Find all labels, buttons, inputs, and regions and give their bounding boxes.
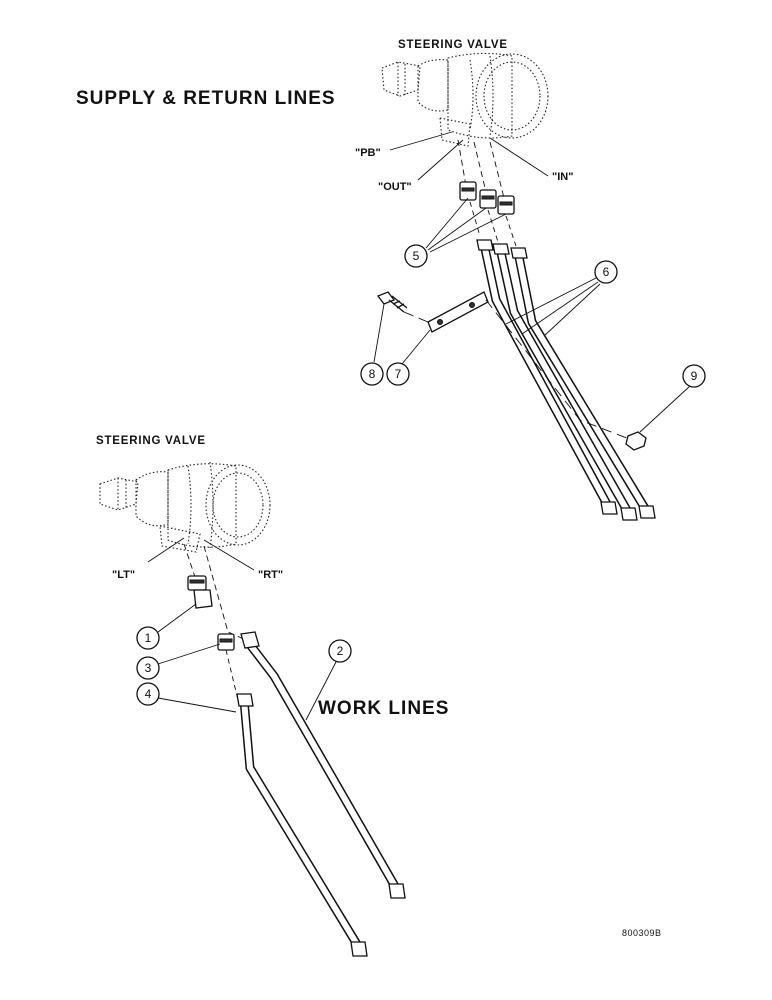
- steering-valve-label-top: STEERING VALVE: [398, 39, 508, 51]
- work-tube-4: [236, 693, 368, 957]
- steering-valve-label-bottom: STEERING VALVE: [96, 435, 206, 447]
- callout-6: 6: [505, 260, 618, 337]
- port-rt-label: "RT": [258, 569, 283, 581]
- callout-9-number: 9: [691, 369, 698, 383]
- rt-leader: [203, 539, 255, 571]
- callout-9: 9: [639, 364, 706, 433]
- port-pb-label: "PB": [355, 147, 381, 159]
- work-tube-2: [240, 631, 406, 899]
- callout-3: 3: [136, 643, 221, 680]
- port-in-label: "IN": [552, 171, 573, 183]
- port-lt-label: "LT": [112, 569, 135, 581]
- work-port-centerlines: [183, 543, 247, 641]
- lt-leader: [147, 537, 185, 563]
- callout-8: 8: [360, 303, 385, 386]
- callout-4: 4: [136, 682, 237, 713]
- callout-1: 1: [136, 603, 197, 650]
- out-leader: [417, 139, 464, 181]
- supply-return-tubes-6: [476, 239, 656, 521]
- supply-return-section: SUPPLY & RETURN LINES STEERING VALVE "PB…: [76, 39, 706, 521]
- callout-5: 5: [404, 197, 507, 268]
- in-leader: [489, 137, 549, 177]
- callout-5-number: 5: [413, 249, 420, 263]
- callout-8-number: 8: [369, 367, 376, 381]
- port-centerlines: [457, 139, 505, 199]
- steering-valve-bottom: [99, 461, 271, 553]
- bolt-8: [376, 291, 408, 313]
- work-lines-section: STEERING VALVE WORK LINES "LT" "RT": [96, 435, 449, 957]
- work-lines-heading: WORK LINES: [318, 698, 449, 719]
- callout-7: 7: [386, 329, 431, 386]
- port-out-label: "OUT": [378, 181, 412, 193]
- steering-valve-top: [381, 52, 549, 147]
- figure-number: 800309B: [622, 928, 662, 938]
- callout-1-number: 1: [145, 631, 152, 645]
- supply-return-heading: SUPPLY & RETURN LINES: [76, 88, 336, 109]
- nut-9: [625, 431, 647, 451]
- clamp-centerline: [403, 299, 633, 441]
- callout-7-number: 7: [395, 367, 402, 381]
- callout-4-number: 4: [145, 687, 152, 701]
- callout-2: 2: [305, 639, 352, 721]
- callout-3-number: 3: [145, 661, 152, 675]
- elbow-fitting-1: [187, 575, 213, 609]
- clamp-plate-7: [427, 291, 489, 333]
- pb-leader: [389, 131, 453, 151]
- adapter-fittings-5: [459, 181, 517, 247]
- callout-6-number: 6: [603, 265, 610, 279]
- adapter-fitting-3: [217, 633, 239, 701]
- callout-2-number: 2: [337, 644, 344, 658]
